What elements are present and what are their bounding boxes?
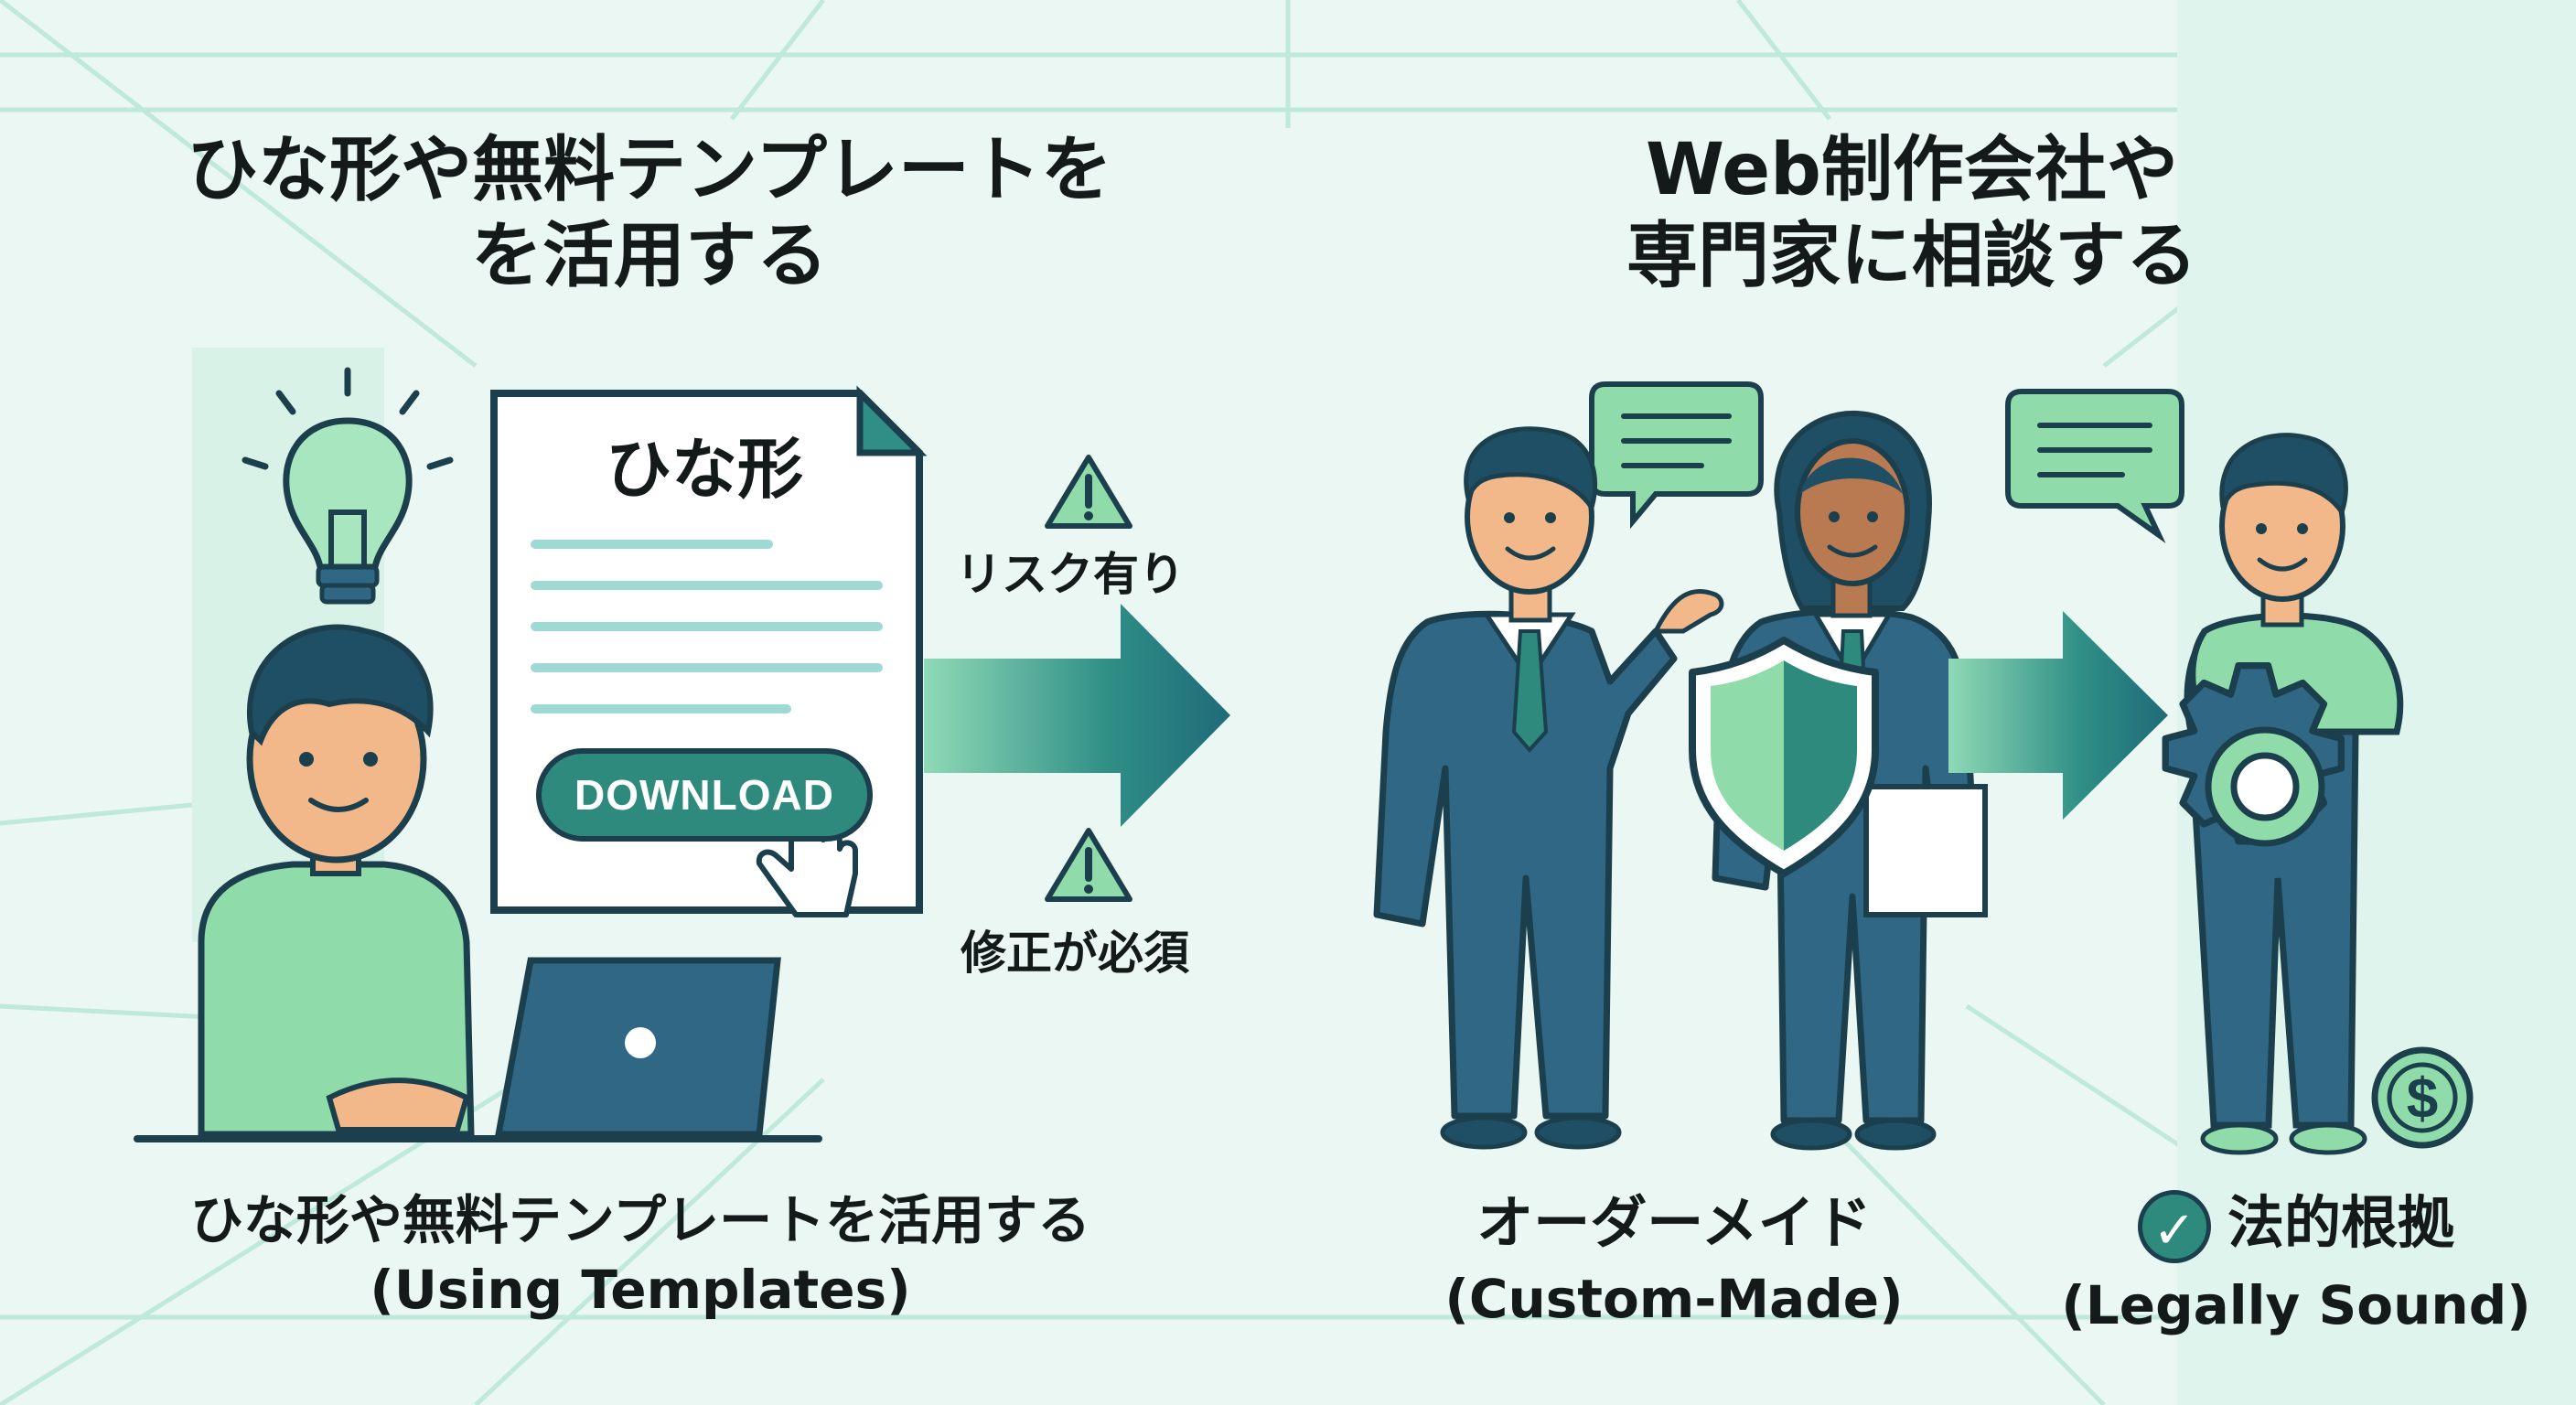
caption-left-jp: ひな形や無料テンプレートを活用する <box>189 1189 1091 1251</box>
person-with-laptop <box>134 624 822 1142</box>
caption-middle-jp: オーダーメイド <box>1476 1189 1872 1256</box>
warning-label-risk: リスク有り <box>956 548 1185 601</box>
caption-right-row: ✓法的根拠 <box>2049 1189 2543 1263</box>
download-button[interactable]: DOWNLOAD <box>536 748 873 842</box>
caption-left-en: (Using Templates) <box>370 1258 911 1321</box>
caption-right-jp: 法的根拠 <box>2227 1189 2454 1256</box>
speech-bubble-left <box>1589 381 1764 530</box>
person-with-gear <box>2162 433 2404 1155</box>
caption-right-en: (Legally Sound) <box>2061 1273 2531 1336</box>
flow-arrow-right <box>1948 611 2168 820</box>
warning-label-fix-required: 修正が必須 <box>961 927 1189 980</box>
warning-icon-fix <box>1045 828 1132 902</box>
caption-middle: オーダーメイド (Custom-Made) <box>1390 1189 1958 1332</box>
caption-middle-en: (Custom-Made) <box>1444 1268 1904 1331</box>
flow-arrow-left <box>924 604 1230 827</box>
shield-icon <box>1689 637 1879 877</box>
document-heading: ひな形 <box>605 431 803 508</box>
lightbulb-icon <box>242 367 454 605</box>
dollar-coin-icon: $ <box>2371 1046 2474 1149</box>
check-icon: ✓ <box>2137 1189 2211 1263</box>
caption-left: ひな形や無料テンプレートを活用する (Using Templates) <box>91 1189 1189 1322</box>
title-right: Web制作会社や 専門家に相談する <box>1626 129 2197 297</box>
title-left: ひな形や無料テンプレートを を活用する <box>187 129 1112 297</box>
warning-icon-risk <box>1045 455 1132 529</box>
caption-right: ✓法的根拠 (Legally Sound) <box>2049 1189 2543 1338</box>
dollar-glyph: $ <box>2407 1067 2438 1131</box>
speech-bubble-right <box>2005 389 2184 544</box>
consultant-man <box>1373 426 1724 1150</box>
